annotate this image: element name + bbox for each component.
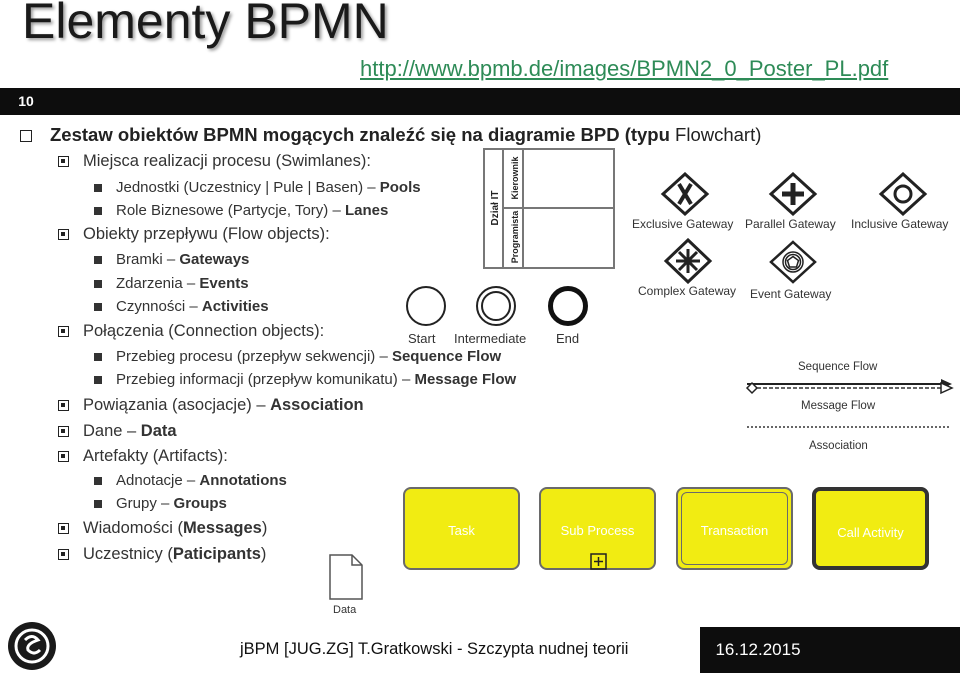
- list-item-groups: Grupy – Groups: [94, 495, 227, 512]
- complex-gateway-label: Complex Gateway: [638, 284, 737, 298]
- event-gateway-label: Event Gateway: [750, 287, 832, 301]
- list-item-sequence-flow: Przebieg procesu (przepływ sekwencji) – …: [94, 348, 501, 365]
- parallel-gateway-label: Parallel Gateway: [745, 217, 836, 231]
- end-event-label: End: [556, 331, 580, 346]
- square-bullet-icon: [94, 500, 102, 509]
- list-item-heading: Zestaw obiektów BPMN mogących znaleźć si…: [20, 124, 761, 146]
- event-gateway-icon: [769, 240, 817, 284]
- association-line: [747, 426, 950, 428]
- footer-date: 16.12.2015: [700, 627, 816, 673]
- list-item-flow-objects: Obiekty przepływu (Flow objects):: [58, 225, 330, 244]
- data-object-label: Data: [333, 604, 357, 616]
- footer-text: jBPM [JUG.ZG] T.Gratkowski - Szczypta nu…: [240, 640, 629, 658]
- pool-lanes-diagram: Dział IT Kierownik Programista: [483, 148, 615, 269]
- square-bullet-icon: [20, 130, 32, 143]
- square-bullet-icon: [94, 303, 102, 312]
- square-bullet-icon: [58, 400, 69, 412]
- start-event-icon: [406, 286, 446, 326]
- list-item-gateways: Bramki – Gateways: [94, 251, 249, 268]
- transaction-activity: Transaction: [676, 487, 793, 570]
- list-item-message-flow: Przebieg informacji (przepływ komunikatu…: [94, 371, 516, 388]
- bpmn-poster-link[interactable]: http://www.bpmb.de/images/BPMN2_0_Poster…: [360, 56, 889, 81]
- lane-label-bottom: Programista: [510, 210, 520, 264]
- list-item-messages: Wiadomości (Messages): [58, 519, 267, 538]
- task-activity: Task: [403, 487, 520, 570]
- exclusive-gateway-label: Exclusive Gateway: [632, 217, 734, 231]
- square-bullet-icon: [94, 184, 102, 193]
- footer-bar: [816, 627, 960, 673]
- association-label: Association: [809, 440, 868, 452]
- expand-marker-icon: [590, 553, 607, 570]
- call-activity: Call Activity: [812, 487, 929, 570]
- end-event-icon: [548, 286, 588, 326]
- top-bar: [0, 88, 960, 115]
- slide-number: 10: [0, 88, 52, 115]
- square-bullet-icon: [94, 353, 102, 362]
- start-event-label: Start: [408, 331, 436, 346]
- square-bullet-icon: [94, 256, 102, 265]
- pool-label: Dział IT: [490, 190, 501, 225]
- square-bullet-icon: [58, 156, 69, 168]
- square-bullet-icon: [58, 451, 69, 463]
- company-logo: [8, 622, 56, 670]
- lane-label-top: Kierownik: [510, 156, 520, 200]
- square-bullet-icon: [58, 523, 69, 535]
- square-bullet-icon: [58, 549, 69, 561]
- intermediate-event-label: Intermediate: [454, 331, 527, 346]
- square-bullet-icon: [94, 280, 102, 289]
- data-object-icon: [329, 554, 363, 600]
- parallel-gateway-icon: [768, 172, 818, 216]
- list-item-lanes: Role Biznesowe (Partycje, Tory) – Lanes: [94, 202, 388, 219]
- list-item-events: Zdarzenia – Events: [94, 275, 249, 292]
- transaction-label: Transaction: [700, 523, 769, 538]
- message-flow-label: Message Flow: [801, 400, 876, 412]
- list-item-association: Powiązania (asocjacje) – Association: [58, 396, 364, 415]
- list-item-participants: Uczestnicy (Paticipants): [58, 545, 266, 564]
- square-bullet-icon: [94, 376, 102, 385]
- square-bullet-icon: [94, 477, 102, 486]
- list-item-annotations: Adnotacje – Annotations: [94, 472, 287, 489]
- list-item-artifacts: Artefakty (Artifacts):: [58, 447, 228, 466]
- slide-title: Elementy BPMN: [22, 0, 389, 49]
- transaction-inner-border: [681, 492, 788, 565]
- square-bullet-icon: [58, 326, 69, 338]
- complex-gateway-icon: [663, 238, 713, 284]
- list-item-data: Dane – Data: [58, 422, 177, 441]
- sequence-flow-label: Sequence Flow: [798, 361, 878, 373]
- subprocess-activity: Sub Process: [539, 487, 656, 570]
- square-bullet-icon: [58, 426, 69, 438]
- task-label: Task: [448, 523, 475, 538]
- message-flow-arrow: [745, 381, 954, 395]
- list-item-activities: Czynności – Activities: [94, 298, 269, 315]
- subprocess-label: Sub Process: [560, 523, 635, 538]
- square-bullet-icon: [94, 207, 102, 216]
- inclusive-gateway-icon: [878, 172, 928, 216]
- square-bullet-icon: [58, 229, 69, 241]
- call-activity-label: Call Activity: [837, 525, 904, 540]
- list-item-connection-objects: Połączenia (Connection objects):: [58, 322, 324, 341]
- exclusive-gateway-icon: [660, 172, 710, 216]
- intermediate-event-icon: [476, 286, 516, 326]
- inclusive-gateway-label: Inclusive Gateway: [851, 217, 949, 231]
- list-item-swimlanes: Miejsca realizacji procesu (Swimlanes):: [58, 152, 371, 171]
- list-item-pools: Jednostki (Uczestnicy | Pule | Basen) – …: [94, 179, 421, 196]
